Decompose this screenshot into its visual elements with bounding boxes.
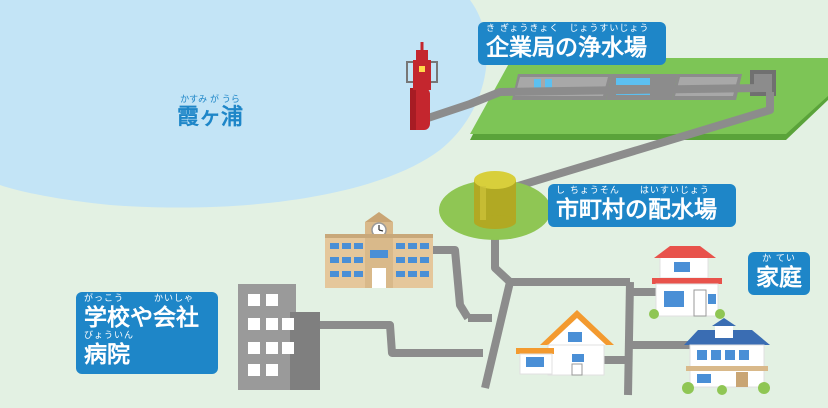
water-tank-icon xyxy=(439,171,551,240)
pipe-down xyxy=(481,281,514,389)
homes-label: か てい 家庭 xyxy=(748,252,810,295)
purification-plant-ruby: き ぎょうきょく じょうすいじょう xyxy=(486,24,650,34)
pipe-intake-to-plant xyxy=(426,84,761,122)
homes-text: 家庭 xyxy=(756,265,802,291)
hospitals-ruby: びょういん xyxy=(84,331,135,341)
purification-plant-text: 企業局の浄水場 xyxy=(486,35,647,61)
house-icon xyxy=(649,246,725,319)
purification-plant-label: き ぎょうきょく じょうすいじょう 企業局の浄水場 xyxy=(478,22,666,65)
lake-label-text: 霞ヶ浦 xyxy=(176,105,243,130)
schools-ruby: がっこう かいしゃ xyxy=(84,294,195,304)
lake-label-ruby: かすみ が うら xyxy=(180,95,240,105)
pipe-home-trunk xyxy=(624,281,634,396)
schools-text: 学校や会社 xyxy=(84,305,199,331)
pipe-plant-to-tank xyxy=(503,92,774,194)
lake-label: かすみ が うら 霞ヶ浦 xyxy=(150,95,270,130)
house-icon xyxy=(682,318,770,395)
house-icon xyxy=(516,310,614,376)
distribution-plant-label: し ちょうそん はいすいじょう 市町村の配水場 xyxy=(548,184,736,227)
purification-plant-icon xyxy=(470,58,828,140)
pipe-to-office xyxy=(320,321,483,357)
lake-kasumigaura xyxy=(0,0,487,208)
distribution-plant-text: 市町村の配水場 xyxy=(556,197,717,223)
intake-tower-icon xyxy=(406,42,438,130)
schools-hospitals-label: がっこう かいしゃ 学校や会社 びょういん 病院 xyxy=(76,292,218,374)
school-building-icon xyxy=(325,212,433,288)
homes-ruby: か てい xyxy=(762,254,796,264)
pipe-tank-to-homes xyxy=(491,222,630,286)
hospitals-text: 病院 xyxy=(84,342,130,368)
distribution-plant-ruby: し ちょうそん はいすいじょう xyxy=(556,186,710,196)
pipe-school-link xyxy=(430,246,472,321)
office-building-icon xyxy=(238,284,320,390)
